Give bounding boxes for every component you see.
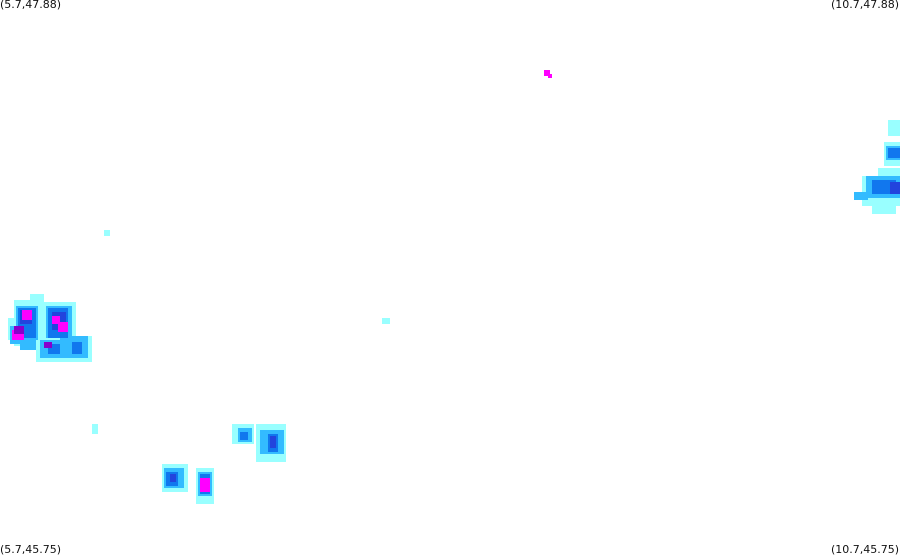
corner-label-top-right: (10.7,47.88) (830, 0, 899, 11)
cell-cluster-west (8, 294, 92, 362)
isolated-echoes (92, 70, 552, 434)
cell-cluster-east (854, 120, 900, 214)
corner-label-bottom-right: (10.7,45.75) (830, 543, 899, 556)
corner-label-bottom-left: (5.7,45.75) (0, 543, 62, 556)
corner-label-top-left: (5.7,47.88) (0, 0, 62, 11)
cell-cluster-south (162, 424, 286, 504)
